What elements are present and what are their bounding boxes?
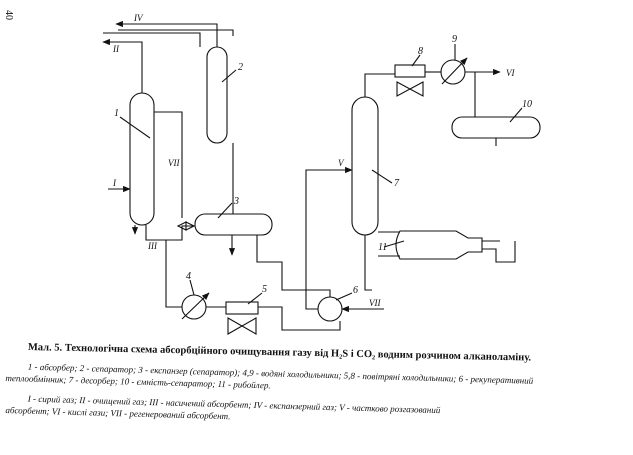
desorber-column (351, 96, 379, 236)
stream-label-VII-left: VII (168, 158, 180, 168)
reboiler-11 (395, 230, 483, 260)
page-number: 40 (3, 10, 14, 20)
stream-label-IV: IV (133, 13, 144, 23)
label-expander: 3 (233, 196, 239, 207)
expander-vessel (194, 213, 273, 236)
label-water-cooler-4: 4 (186, 271, 191, 282)
label-reboiler: 11 (378, 242, 387, 253)
label-vessel-10: 10 (522, 99, 532, 110)
fan-icon (396, 81, 424, 97)
stream-label-III: III (147, 241, 158, 251)
stream-label-VII-right: VII (369, 298, 381, 308)
vessel-separator-10 (451, 116, 541, 139)
air-cooler-5 (225, 301, 259, 315)
label-absorber: 1 (114, 108, 119, 119)
label-heat-exchanger: 6 (353, 285, 358, 296)
air-cooler-8 (394, 64, 426, 78)
heat-exchanger-6 (317, 296, 343, 322)
label-air-cooler-5: 5 (262, 284, 267, 295)
stream-label-V: V (338, 158, 345, 168)
label-desorber: 7 (394, 178, 400, 189)
stream-label-I: I (112, 178, 117, 188)
label-water-cooler-9: 9 (452, 34, 457, 45)
label-air-cooler-8: 8 (418, 46, 423, 57)
stream-label-II: II (112, 44, 120, 54)
fan-icon (227, 317, 257, 335)
stream-label-VI: VI (506, 68, 515, 78)
separator-vessel (206, 46, 228, 144)
absorber-column (129, 92, 155, 226)
label-separator: 2 (238, 62, 243, 73)
